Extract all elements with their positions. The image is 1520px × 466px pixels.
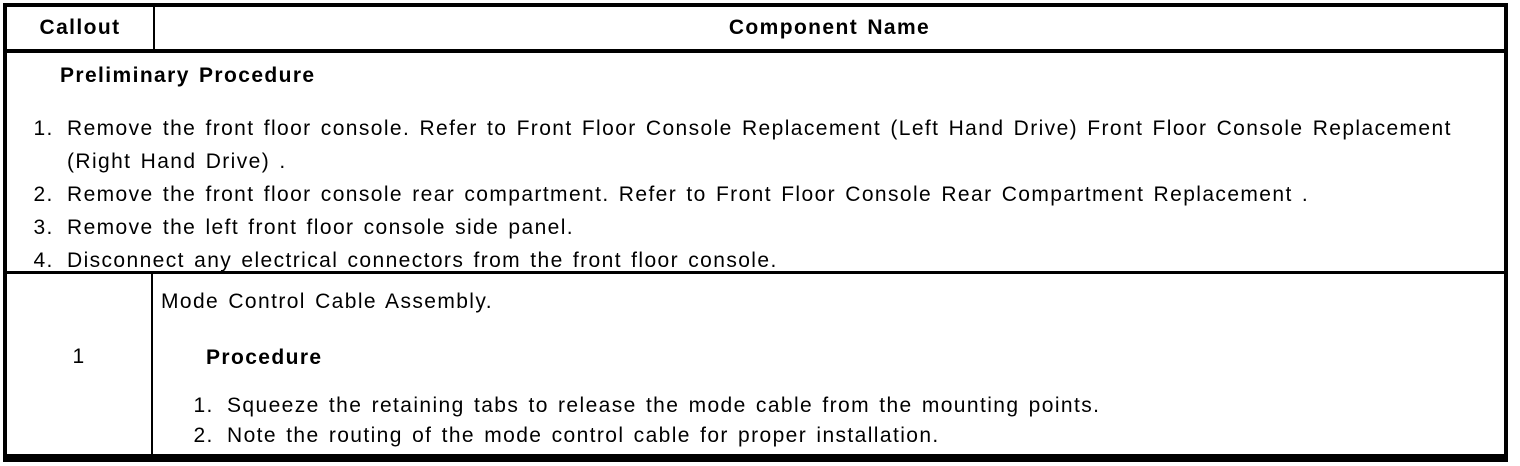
- callout-cell: 1: [7, 274, 153, 454]
- preliminary-step: Remove the front floor console. Refer to…: [63, 112, 1496, 178]
- procedure-step-list: Squeeze the retaining tabs to release th…: [161, 391, 1494, 451]
- procedure-step: Squeeze the retaining tabs to release th…: [223, 391, 1494, 421]
- preliminary-procedure-row: Preliminary Procedure Remove the front f…: [7, 53, 1504, 274]
- callout-header-label: Callout: [39, 16, 121, 39]
- component-name-text: Mode Control Cable Assembly.: [161, 290, 493, 313]
- preliminary-step: Disconnect any electrical connectors fro…: [63, 244, 1496, 271]
- callout-number: 1: [72, 345, 86, 368]
- table-header-row: Callout Component Name: [7, 7, 1504, 53]
- component-description-cell: Mode Control Cable Assembly. Procedure S…: [153, 274, 1504, 454]
- component-name-column-header: Component Name: [155, 7, 1504, 49]
- preliminary-step: Remove the left front floor console side…: [63, 211, 1496, 244]
- preliminary-procedure-title: Preliminary Procedure: [60, 64, 316, 87]
- callout-column-header: Callout: [7, 7, 155, 49]
- procedure-title: Procedure: [206, 346, 323, 369]
- procedure-step: Note the routing of the mode control cab…: [223, 421, 1494, 451]
- preliminary-step: Remove the front floor console rear comp…: [63, 178, 1496, 211]
- component-name-header-label: Component Name: [728, 16, 931, 39]
- preliminary-procedure-step-list: Remove the front floor console. Refer to…: [7, 112, 1496, 271]
- component-callout-table: Callout Component Name Preliminary Proce…: [3, 3, 1508, 462]
- component-row: 1 Mode Control Cable Assembly. Procedure…: [7, 274, 1504, 454]
